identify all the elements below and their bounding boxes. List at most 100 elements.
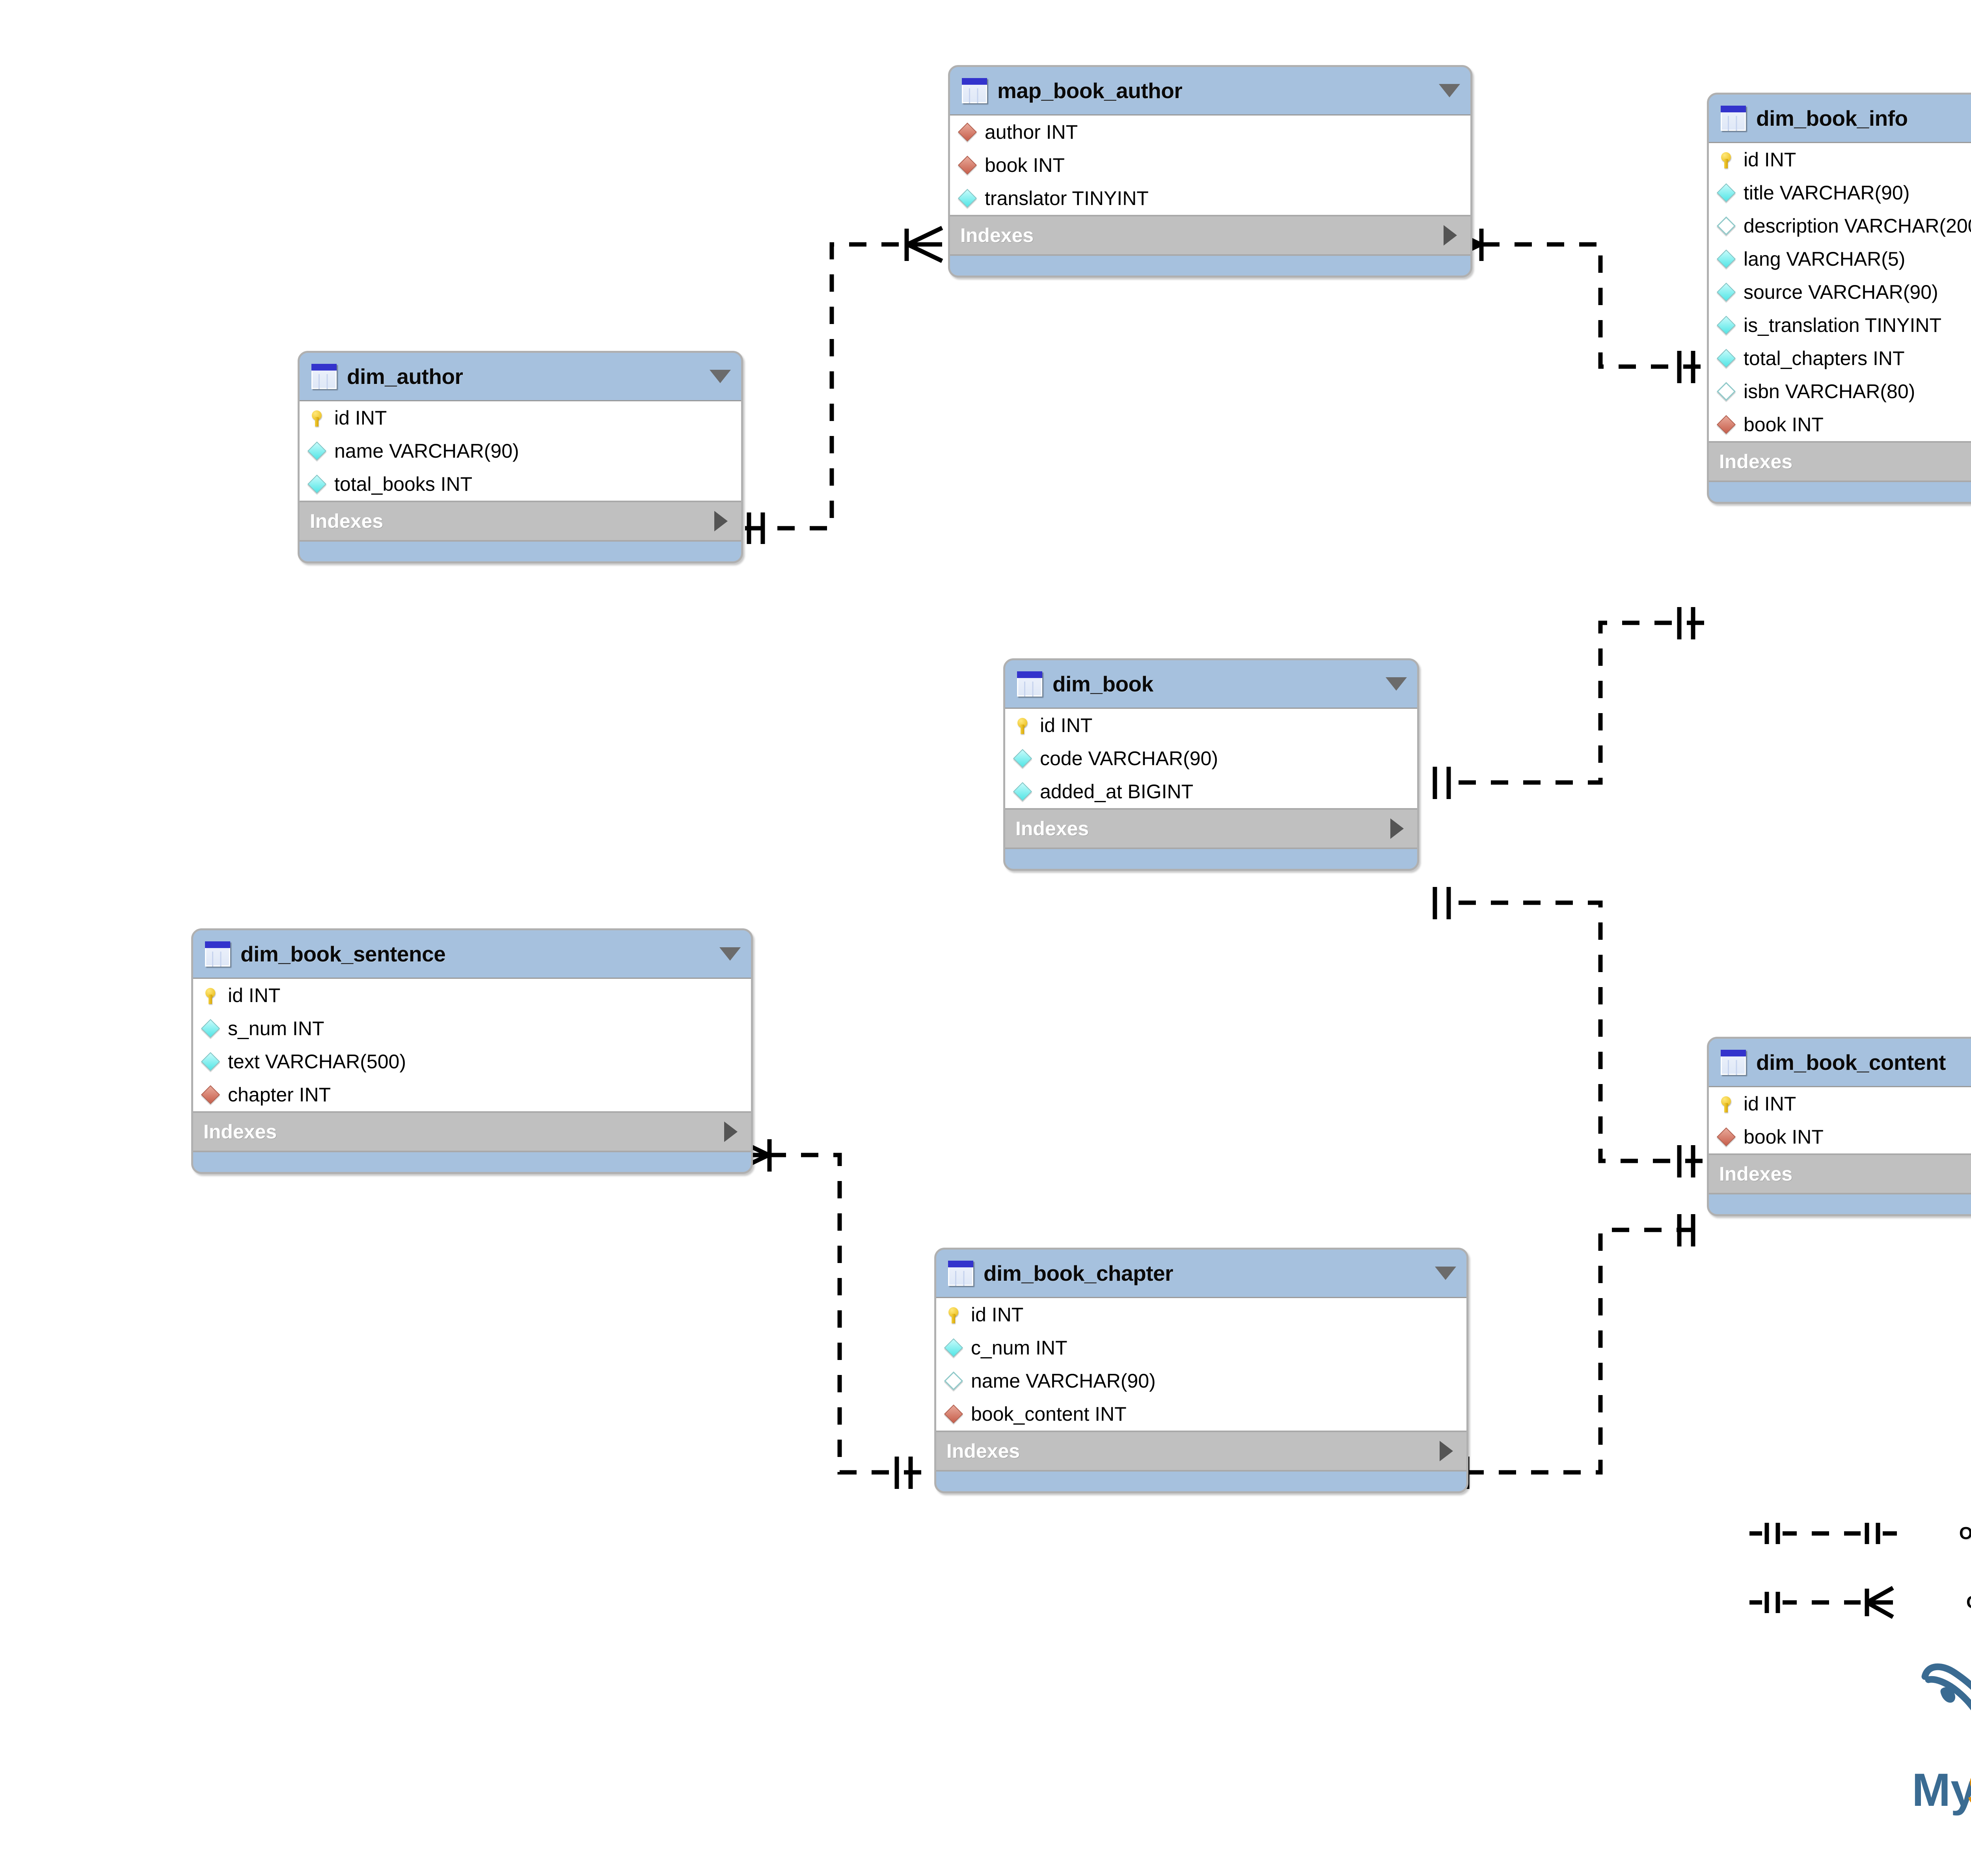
column-label: title VARCHAR(90)	[1744, 182, 1910, 204]
table-row[interactable]: is_translation TINYINT	[1709, 309, 1971, 342]
table-row[interactable]: added_at BIGINT	[1005, 775, 1417, 808]
table-row[interactable]: s_num INT	[193, 1012, 751, 1045]
table-title: map_book_author	[997, 78, 1183, 103]
mysql-logo: My SQL ®	[1888, 1650, 1971, 1816]
connector-dim-author-to-map-book-author	[745, 226, 943, 544]
table-header[interactable]: dim_book_content	[1709, 1039, 1971, 1086]
table-row[interactable]: id INT	[1709, 1087, 1971, 1120]
mysql-dolphin-icon: My SQL ®	[1912, 1663, 1971, 1816]
key-icon	[308, 409, 326, 427]
hollow-diamond-icon	[1716, 382, 1736, 401]
table-header[interactable]: dim_book_sentence	[193, 930, 751, 978]
table-row[interactable]: lang VARCHAR(5)	[1709, 242, 1971, 276]
filled-diamond-icon	[1716, 315, 1736, 335]
table-row[interactable]: id INT	[193, 979, 751, 1012]
table-row[interactable]: name VARCHAR(90)	[300, 434, 741, 468]
table-row[interactable]: author INT	[950, 116, 1470, 149]
legend-item-one-to-one: One to One Mapping	[1746, 1516, 1971, 1551]
column-label: description VARCHAR(200)	[1744, 215, 1971, 237]
table-icon	[962, 78, 987, 103]
table-row[interactable]: total_chapters INT	[1709, 342, 1971, 375]
chevron-down-icon[interactable]	[710, 370, 731, 383]
chevron-down-icon[interactable]	[1386, 677, 1407, 691]
table-row[interactable]: book INT	[1709, 408, 1971, 441]
table-row[interactable]: translator TINYINT	[950, 182, 1470, 215]
table-row[interactable]: text VARCHAR(500)	[193, 1045, 751, 1078]
table-header[interactable]: dim_book_info	[1709, 95, 1971, 142]
table-row[interactable]: c_num INT	[936, 1331, 1466, 1364]
filled-diamond-icon	[307, 474, 327, 494]
table-title: dim_book_content	[1756, 1050, 1946, 1075]
indexes-bar[interactable]: Indexes	[1005, 808, 1417, 849]
chevron-right-icon[interactable]	[714, 511, 728, 531]
indexes-bar[interactable]: Indexes	[950, 215, 1470, 256]
key-icon	[945, 1306, 962, 1323]
table-row[interactable]: id INT	[300, 401, 741, 434]
table-row[interactable]: source VARCHAR(90)	[1709, 276, 1971, 309]
table-node-dim-book[interactable]: dim_book id INT code VARCHAR(90) added_a…	[1003, 658, 1419, 871]
filled-diamond-icon	[307, 441, 327, 461]
table-header[interactable]: map_book_author	[950, 67, 1470, 114]
table-node-dim-book-info[interactable]: dim_book_info id INT title VARCHAR(90) d…	[1707, 93, 1971, 504]
chevron-right-icon[interactable]	[1440, 1441, 1453, 1461]
chevron-down-icon[interactable]	[1439, 84, 1460, 97]
column-label: book_content INT	[971, 1403, 1127, 1425]
indexes-label: Indexes	[1719, 1163, 1793, 1185]
column-label: lang VARCHAR(5)	[1744, 248, 1906, 270]
indexes-bar[interactable]: Indexes	[193, 1111, 751, 1152]
filled-diamond-icon	[1716, 348, 1736, 368]
key-icon	[1718, 1095, 1735, 1112]
table-row[interactable]: book INT	[1709, 1120, 1971, 1153]
table-footer	[1709, 1194, 1971, 1214]
column-label: total_chapters INT	[1744, 347, 1905, 369]
filled-diamond-icon	[944, 1338, 963, 1358]
filled-diamond-icon	[1716, 249, 1736, 269]
table-header[interactable]: dim_author	[300, 353, 741, 400]
table-row[interactable]: total_books INT	[300, 468, 741, 501]
table-row[interactable]: title VARCHAR(90)	[1709, 176, 1971, 209]
indexes-bar[interactable]: Indexes	[1709, 1153, 1971, 1194]
column-label: c_num INT	[971, 1337, 1067, 1359]
indexes-bar[interactable]: Indexes	[1709, 441, 1971, 482]
column-label: author INT	[985, 121, 1078, 143]
table-header[interactable]: dim_book_chapter	[936, 1250, 1466, 1297]
table-title: dim_book_chapter	[984, 1261, 1174, 1285]
column-label: id INT	[1744, 149, 1796, 171]
table-columns: id INT title VARCHAR(90) description VAR…	[1709, 142, 1971, 441]
table-columns: id INT code VARCHAR(90) added_at BIGINT	[1005, 708, 1417, 808]
chevron-right-icon[interactable]	[1390, 818, 1404, 839]
indexes-bar[interactable]: Indexes	[300, 501, 741, 542]
logo-sql: SQL	[1967, 1764, 1971, 1816]
table-row[interactable]: book_content INT	[936, 1397, 1466, 1431]
red-diamond-icon	[958, 155, 977, 175]
table-row[interactable]: book INT	[950, 149, 1470, 182]
key-icon	[1718, 151, 1735, 168]
table-row[interactable]: id INT	[1005, 709, 1417, 742]
table-node-dim-book-content[interactable]: dim_book_content id INT book INT Indexes	[1707, 1037, 1971, 1216]
table-row[interactable]: chapter INT	[193, 1078, 751, 1111]
chevron-right-icon[interactable]	[1444, 225, 1457, 246]
connector-dim-book-to-dim-book-info	[1433, 607, 1707, 799]
column-label: code VARCHAR(90)	[1040, 747, 1218, 769]
table-row[interactable]: code VARCHAR(90)	[1005, 742, 1417, 775]
chevron-down-icon[interactable]	[1435, 1267, 1456, 1280]
table-node-dim-author[interactable]: dim_author id INT name VARCHAR(90) total…	[298, 351, 743, 563]
column-label: id INT	[1744, 1093, 1796, 1115]
chevron-down-icon[interactable]	[719, 947, 741, 961]
table-row[interactable]: isbn VARCHAR(80)	[1709, 375, 1971, 408]
table-node-dim-book-chapter[interactable]: dim_book_chapter id INT c_num INT name V…	[934, 1248, 1468, 1493]
table-footer	[936, 1472, 1466, 1491]
chevron-right-icon[interactable]	[724, 1122, 738, 1142]
indexes-bar[interactable]: Indexes	[936, 1431, 1466, 1472]
table-row[interactable]: description VARCHAR(200)	[1709, 209, 1971, 242]
table-row[interactable]: id INT	[1709, 143, 1971, 176]
connector-dim-book-chapter-to-dim-book-content	[1431, 1214, 1707, 1491]
table-node-dim-book-sentence[interactable]: dim_book_sentence id INT s_num INT text …	[191, 928, 753, 1174]
column-label: book INT	[1744, 414, 1824, 436]
logo-my: My	[1912, 1764, 1971, 1816]
table-header[interactable]: dim_book	[1005, 660, 1417, 708]
table-node-map-book-author[interactable]: map_book_author author INT book INT tran…	[948, 65, 1472, 278]
table-row[interactable]: id INT	[936, 1298, 1466, 1331]
table-row[interactable]: name VARCHAR(90)	[936, 1364, 1466, 1397]
legend-label: One to One Mapping	[1959, 1524, 1971, 1543]
